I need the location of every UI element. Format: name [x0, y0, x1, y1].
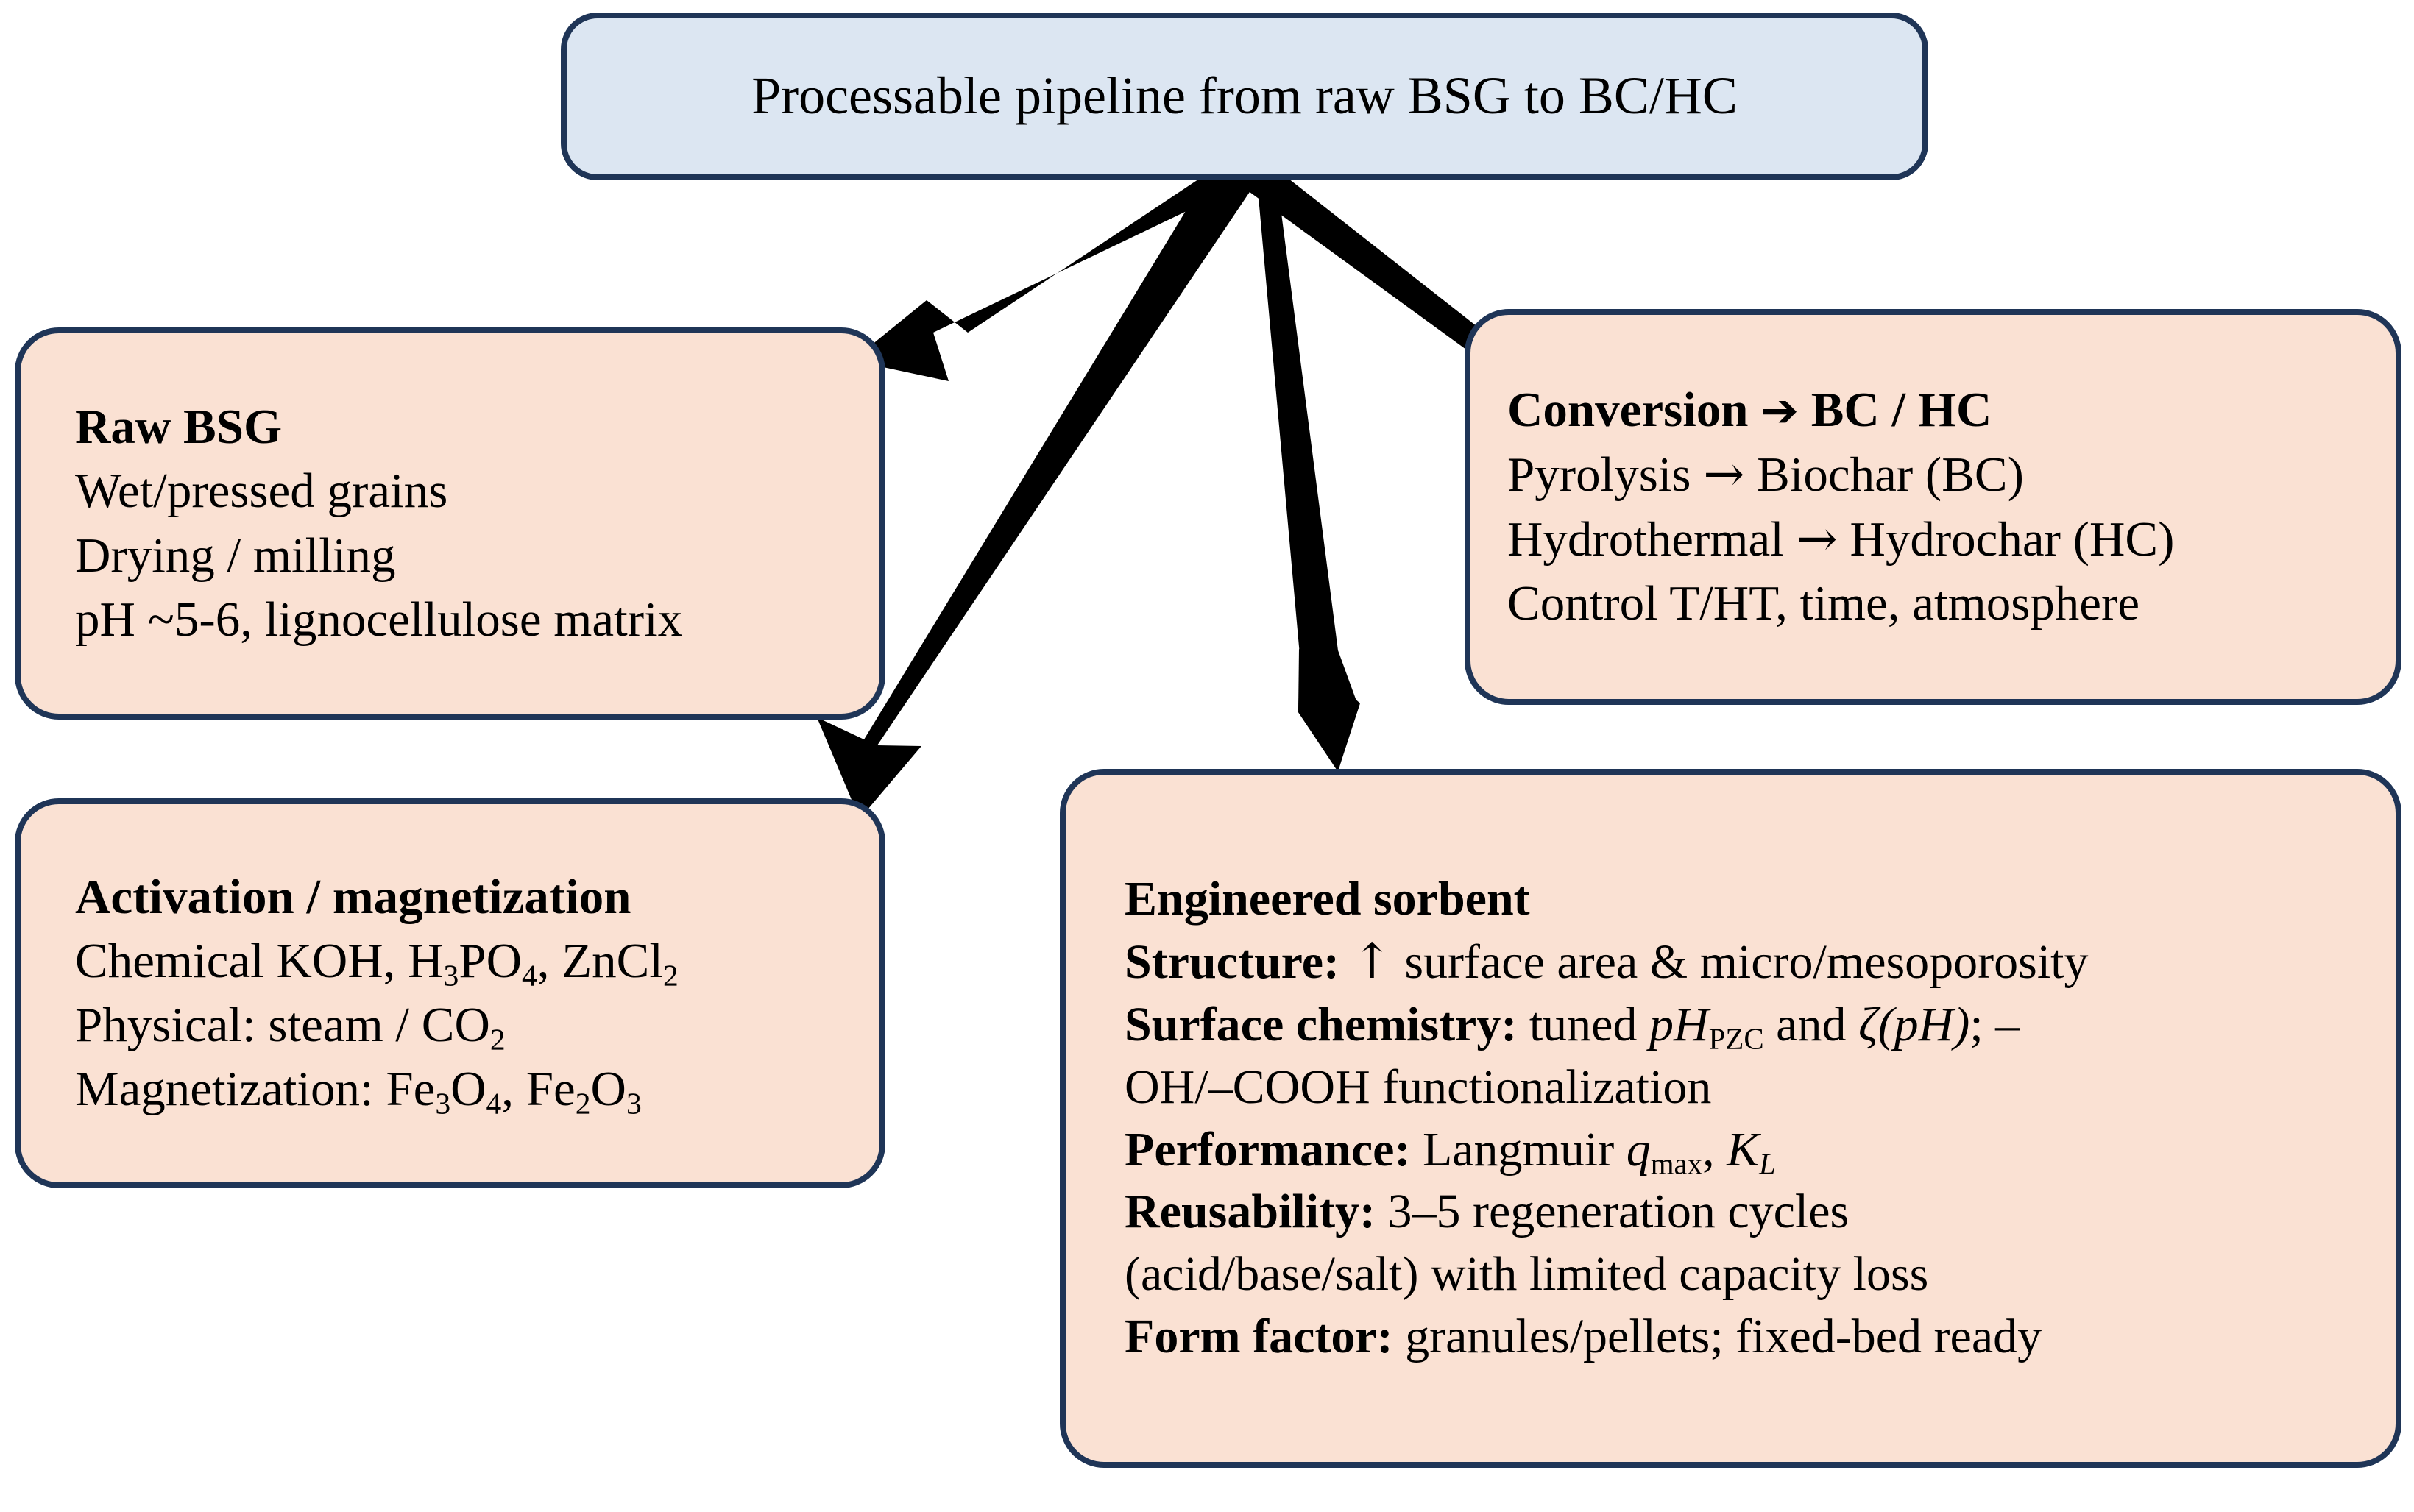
- q-symbol: q: [1626, 1122, 1651, 1176]
- conversion-line-1: Pyrolysis → Biochar (BC): [1507, 442, 2396, 507]
- sorbent-row-reusability-cont: (acid/base/salt) with limited capacity l…: [1125, 1247, 1929, 1302]
- zeta-potential-symbol: ζ(pH): [1858, 997, 1970, 1051]
- conversion-heading-text-a: Conversion: [1507, 382, 1761, 437]
- node-raw-bsg: Raw BSG Wet/pressed grains Drying / mill…: [15, 327, 885, 720]
- subscript-3: 3: [435, 1086, 451, 1121]
- conversion-line-1-a: Pyrolysis: [1507, 447, 1704, 502]
- sorbent-row-reusability-label: Reusability:: [1125, 1185, 1376, 1239]
- activation-line-2-a: Physical: steam / CO: [75, 998, 490, 1052]
- subscript-2: 2: [662, 958, 679, 993]
- subscript-4: 4: [521, 958, 537, 993]
- subscript-2: 2: [575, 1086, 591, 1121]
- arrow-to-engineered-sorbent: [1256, 165, 1359, 772]
- subscript-max: max: [1650, 1146, 1703, 1180]
- sorbent-row-form-factor-label: Form factor:: [1125, 1309, 1393, 1363]
- sorbent-row-surface-chemistry-label: Surface chemistry:: [1125, 997, 1518, 1051]
- raw-bsg-heading: Raw BSG: [75, 400, 283, 455]
- sorbent-row-surface-chemistry-v3: ; –: [1969, 997, 2020, 1051]
- conversion-content: Conversion ➔ BC / HC Pyrolysis → Biochar…: [1507, 378, 2396, 636]
- subscript-3: 3: [626, 1086, 642, 1121]
- right-arrow-icon: →: [1796, 510, 1838, 567]
- subscript-pzc: PZC: [1708, 1022, 1764, 1056]
- page-title: Processable pipeline from raw BSG to BC/…: [751, 66, 1738, 126]
- conversion-line-2: Hydrothermal → Hydrochar (HC): [1507, 507, 2396, 572]
- sorbent-row-surface-chemistry: Surface chemistry: tuned pHPZC and ζ(pH)…: [1125, 994, 2366, 1057]
- conversion-line-2-a: Hydrothermal: [1507, 512, 1797, 567]
- sorbent-row-performance-label: Performance:: [1125, 1122, 1411, 1176]
- conversion-line-1-b: Biochar (BC): [1744, 447, 2024, 502]
- sorbent-row-structure-label: Structure:: [1125, 935, 1340, 990]
- right-arrow-icon: →: [1703, 444, 1745, 503]
- raw-bsg-line-3: pH ~5-6, lignocellulose matrix: [75, 592, 683, 647]
- activation-line-3-d: O: [590, 1062, 626, 1117]
- sorbent-row-reusability-value: 3–5 regeneration cycles: [1376, 1185, 1850, 1239]
- node-engineered-sorbent: Engineered sorbent Structure: ↑ surface …: [1060, 769, 2401, 1468]
- subscript-2: 2: [489, 1022, 506, 1057]
- activation-line-1: Chemical KOH, H3PO4, ZnCl2: [75, 929, 879, 993]
- sorbent-row-performance-v1: Langmuir: [1410, 1122, 1627, 1176]
- sorbent-row-structure-value: surface area & micro/mesoporosity: [1392, 935, 2089, 990]
- activation-line-3-b: O: [450, 1062, 486, 1117]
- activation-line-3: Magnetization: Fe3O4, Fe2O3: [75, 1057, 879, 1121]
- k-symbol: K: [1727, 1122, 1760, 1176]
- conversion-heading: Conversion ➔ BC / HC: [1507, 378, 2396, 442]
- activation-heading: Activation / magnetization: [75, 869, 631, 924]
- arrow-to-raw-bsg: [852, 163, 1254, 381]
- sorbent-row-surface-chemistry-v2: and: [1763, 997, 1858, 1051]
- activation-line-3-c: , Fe: [501, 1062, 576, 1117]
- raw-bsg-line-2: Drying / milling: [75, 528, 396, 583]
- sorbent-row-reusability: Reusability: 3–5 regeneration cycles: [1125, 1181, 2366, 1243]
- conversion-line-2-b: Hydrochar (HC): [1837, 512, 2175, 567]
- arrow-to-engineered-sorbent-head: [1298, 703, 1360, 771]
- conversion-heading-text-b: BC / HC: [1798, 382, 1992, 437]
- subscript-3: 3: [443, 958, 459, 993]
- ph-symbol: pH: [1649, 997, 1709, 1051]
- activation-line-1-c: , ZnCl: [537, 933, 663, 988]
- engineered-sorbent-heading: Engineered sorbent: [1125, 872, 1530, 926]
- title-box: Processable pipeline from raw BSG to BC/…: [561, 13, 1928, 180]
- sorbent-row-surface-chemistry-v1: tuned: [1517, 997, 1649, 1051]
- sorbent-row-performance: Performance: Langmuir qmax, KL: [1125, 1119, 2366, 1182]
- up-arrow-icon: ↑: [1351, 933, 1392, 990]
- node-conversion: Conversion ➔ BC / HC Pyrolysis → Biochar…: [1465, 309, 2401, 705]
- sorbent-row-form-factor: Form factor: granules/pellets; fixed-bed…: [1125, 1306, 2366, 1369]
- engineered-sorbent-content: Engineered sorbent Structure: ↑ surface …: [1125, 868, 2366, 1368]
- heavy-right-arrow-icon: ➔: [1760, 383, 1799, 437]
- raw-bsg-line-1: Wet/pressed grains: [75, 464, 448, 519]
- activation-line-3-a: Magnetization: Fe: [75, 1062, 436, 1117]
- sorbent-row-structure: Structure: ↑ surface area & micro/mesopo…: [1125, 931, 2366, 994]
- subscript-l: L: [1759, 1146, 1776, 1180]
- activation-line-1-b: PO: [459, 933, 522, 988]
- sorbent-row-performance-v2: ,: [1702, 1122, 1727, 1176]
- node-activation: Activation / magnetization Chemical KOH,…: [15, 798, 885, 1188]
- raw-bsg-content: Raw BSG Wet/pressed grains Drying / mill…: [75, 395, 879, 651]
- sorbent-row-surface-chemistry-cont: OH/–COOH functionalization: [1125, 1060, 1712, 1114]
- activation-line-1-a: Chemical KOH, H: [75, 933, 444, 988]
- activation-line-2: Physical: steam / CO2: [75, 993, 879, 1057]
- subscript-4: 4: [486, 1086, 502, 1121]
- conversion-line-3: Control T/HT, time, atmosphere: [1507, 576, 2140, 631]
- sorbent-row-form-factor-value: granules/pellets; fixed-bed ready: [1392, 1309, 2042, 1363]
- activation-content: Activation / magnetization Chemical KOH,…: [75, 865, 879, 1121]
